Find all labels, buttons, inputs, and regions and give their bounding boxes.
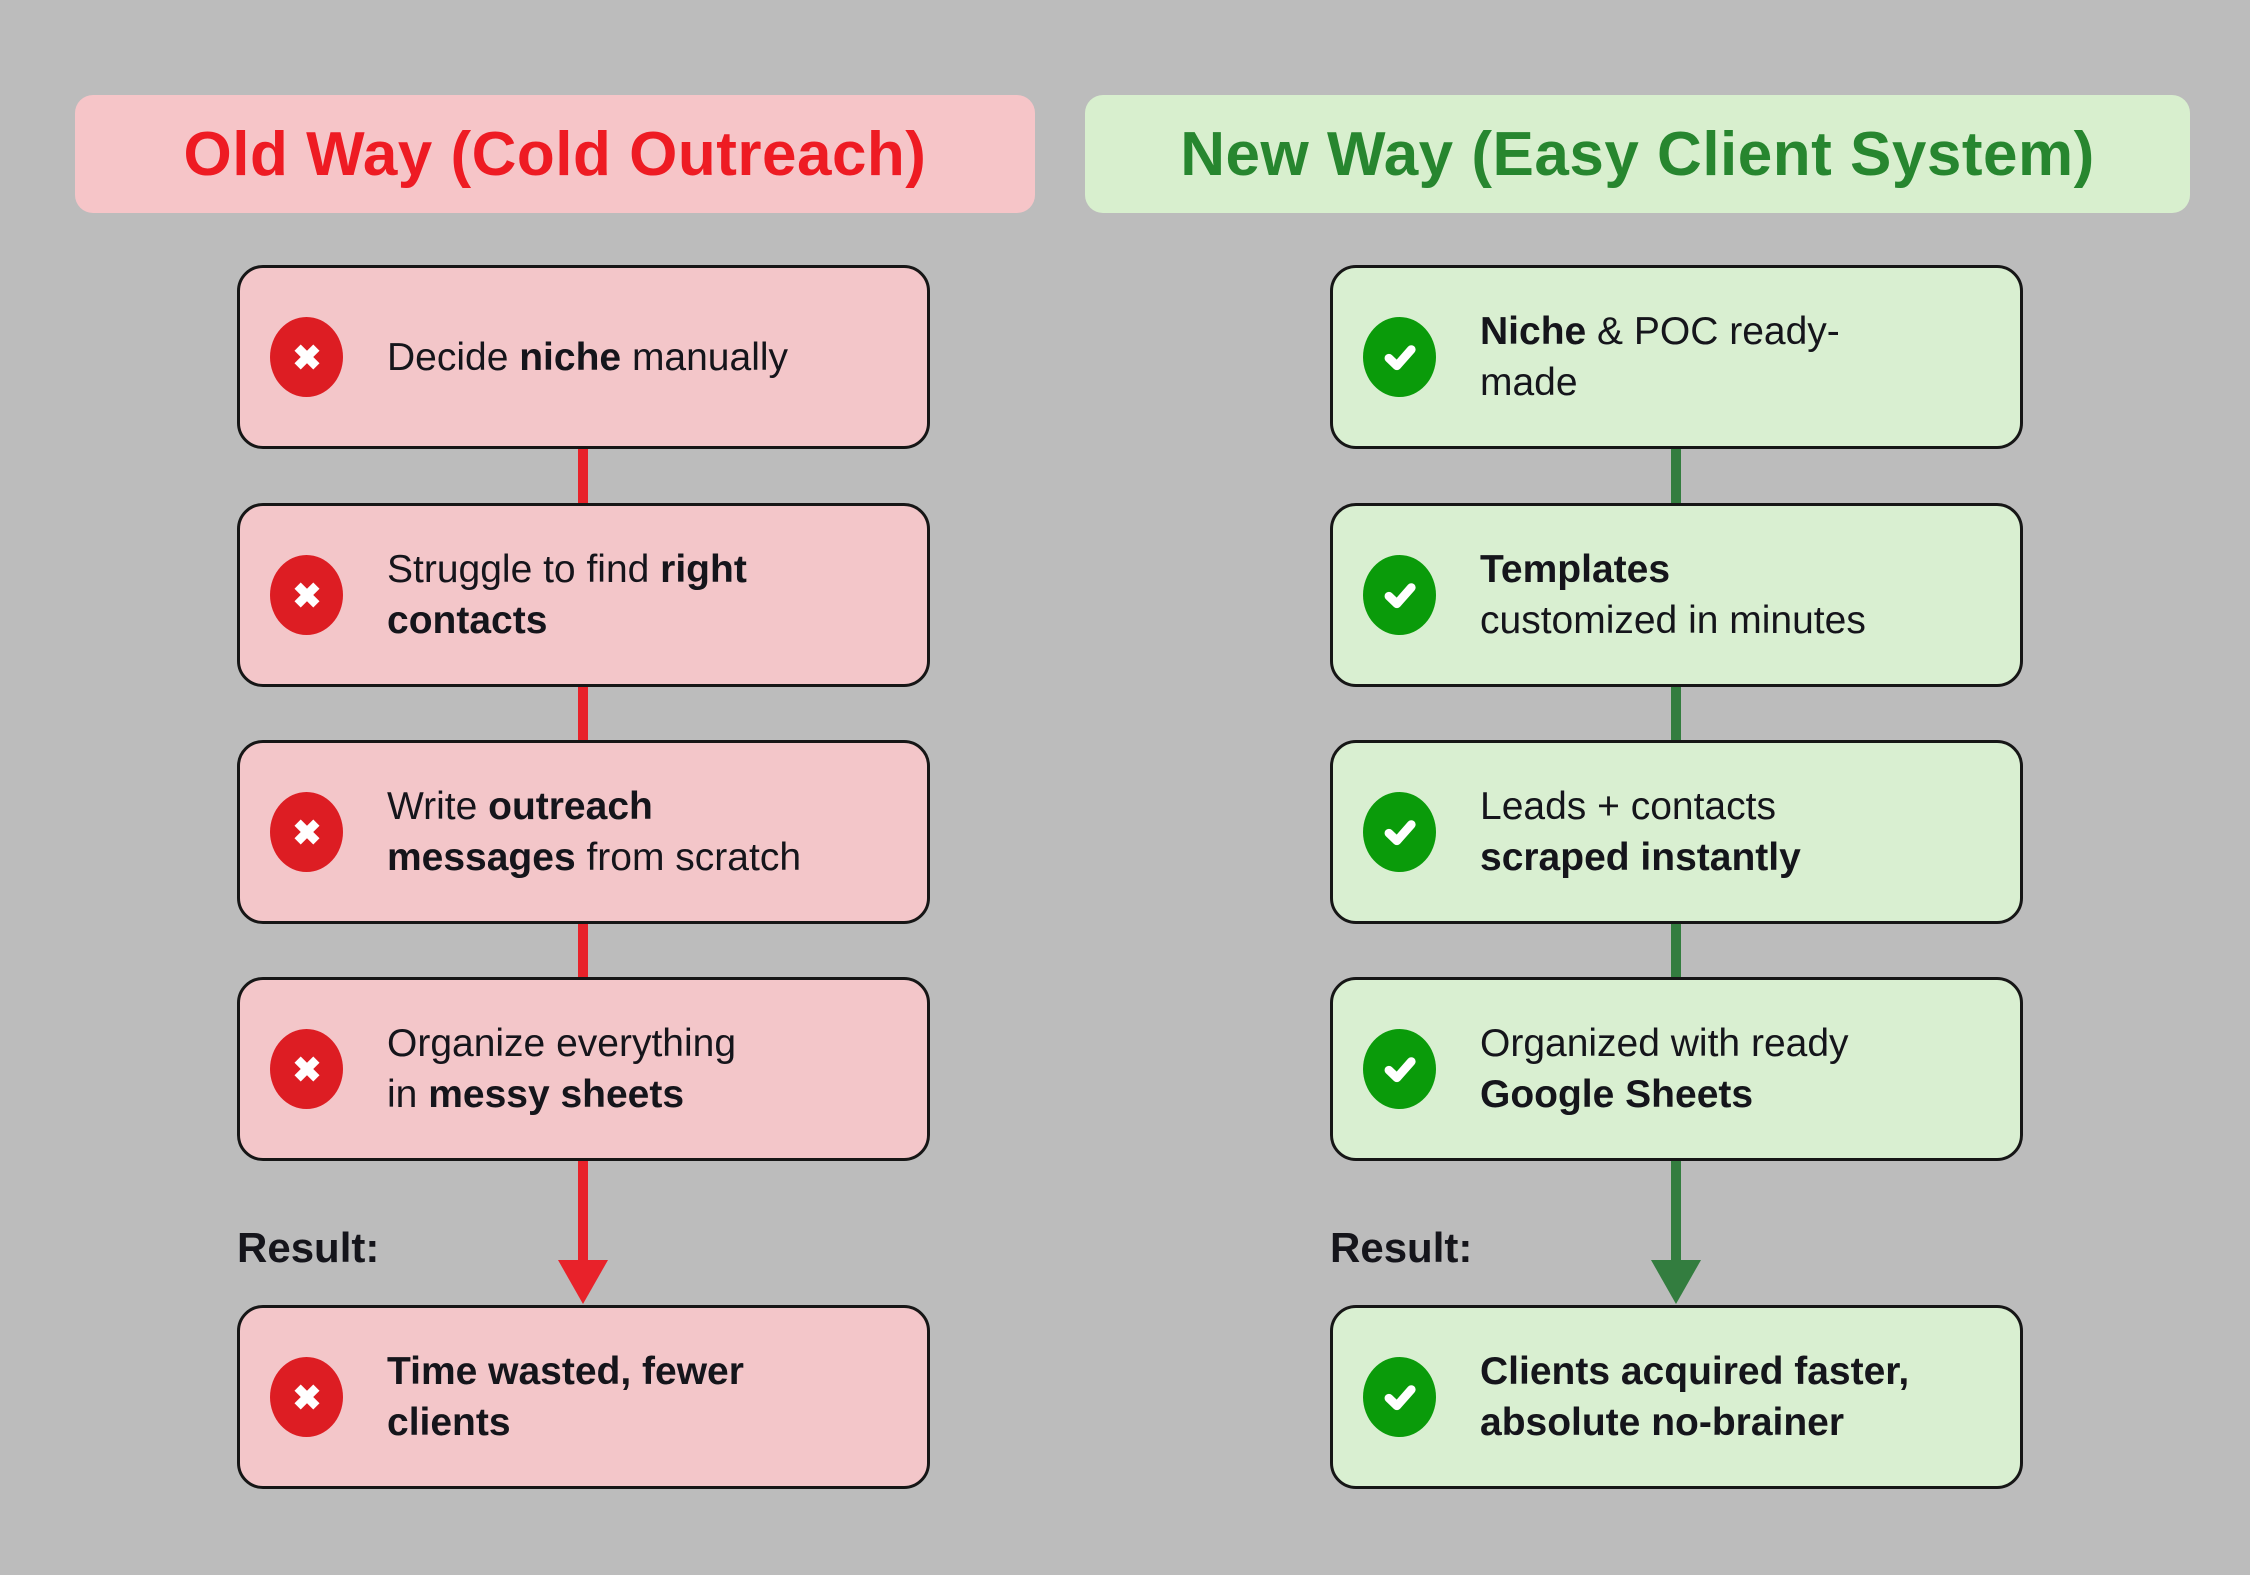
x-icon: [270, 1029, 343, 1109]
old-step-text-4: Organize everything in messy sheets: [387, 1022, 737, 1116]
new-flow-connector: [1671, 687, 1681, 740]
x-icon: [270, 792, 343, 872]
new-result-text: Clients acquired faster, absolute no-bra…: [1480, 1350, 1910, 1444]
old-flow-connector: [578, 687, 588, 740]
old-step-text-1: Decide niche manually: [387, 335, 789, 379]
old-way-header: Old Way (Cold Outreach): [75, 95, 1035, 213]
new-way-header: New Way (Easy Client System): [1085, 95, 2190, 213]
new-way-header-label: New Way (Easy Client System): [1180, 119, 2095, 189]
new-step-text-2: Templates customized in minutes: [1480, 548, 1866, 642]
old-result-text: Time wasted, fewer clients: [387, 1350, 744, 1444]
new-step-text-3: Leads + contacts scraped instantly: [1480, 785, 1801, 879]
old-flow-connector: [578, 924, 588, 977]
old-step-box-4: Organize everything in messy sheets: [237, 977, 930, 1161]
new-flow-connector: [1671, 924, 1681, 977]
old-step-text-2: Struggle to find right contacts: [387, 548, 747, 642]
new-result-box: Clients acquired faster, absolute no-bra…: [1330, 1305, 2023, 1489]
x-icon: [270, 1357, 343, 1437]
new-result-label: Result:: [1330, 1224, 1473, 1271]
check-icon: [1363, 1029, 1436, 1109]
new-step-box-3: Leads + contacts scraped instantly: [1330, 740, 2023, 924]
old-flow-arrow-shaft: [578, 1161, 588, 1269]
old-step-text-3: Write outreach messages from scratch: [387, 785, 802, 879]
check-icon: [1363, 317, 1436, 397]
new-step-box-1: Niche & POC ready- made: [1330, 265, 2023, 449]
check-icon: [1363, 792, 1436, 872]
new-step-box-4: Organized with ready Google Sheets: [1330, 977, 2023, 1161]
x-icon: [270, 317, 343, 397]
old-result-box: Time wasted, fewer clients: [237, 1305, 930, 1489]
new-flow-connector: [1671, 449, 1681, 503]
old-way-header-label: Old Way (Cold Outreach): [183, 119, 927, 189]
check-icon: [1363, 555, 1436, 635]
new-flow-arrowhead-icon: [1651, 1260, 1701, 1304]
new-flow-arrow-shaft: [1671, 1161, 1681, 1269]
new-step-text-4: Organized with ready Google Sheets: [1480, 1022, 1849, 1116]
old-flow-connector: [578, 449, 588, 503]
old-step-box-1: Decide niche manually: [237, 265, 930, 449]
old-result-label: Result:: [237, 1224, 380, 1271]
old-flow-arrowhead-icon: [558, 1260, 608, 1304]
x-icon: [270, 555, 343, 635]
old-step-box-3: Write outreach messages from scratch: [237, 740, 930, 924]
check-icon: [1363, 1357, 1436, 1437]
new-step-text-1: Niche & POC ready- made: [1480, 310, 1840, 404]
old-step-box-2: Struggle to find right contacts: [237, 503, 930, 687]
new-step-box-2: Templates customized in minutes: [1330, 503, 2023, 687]
